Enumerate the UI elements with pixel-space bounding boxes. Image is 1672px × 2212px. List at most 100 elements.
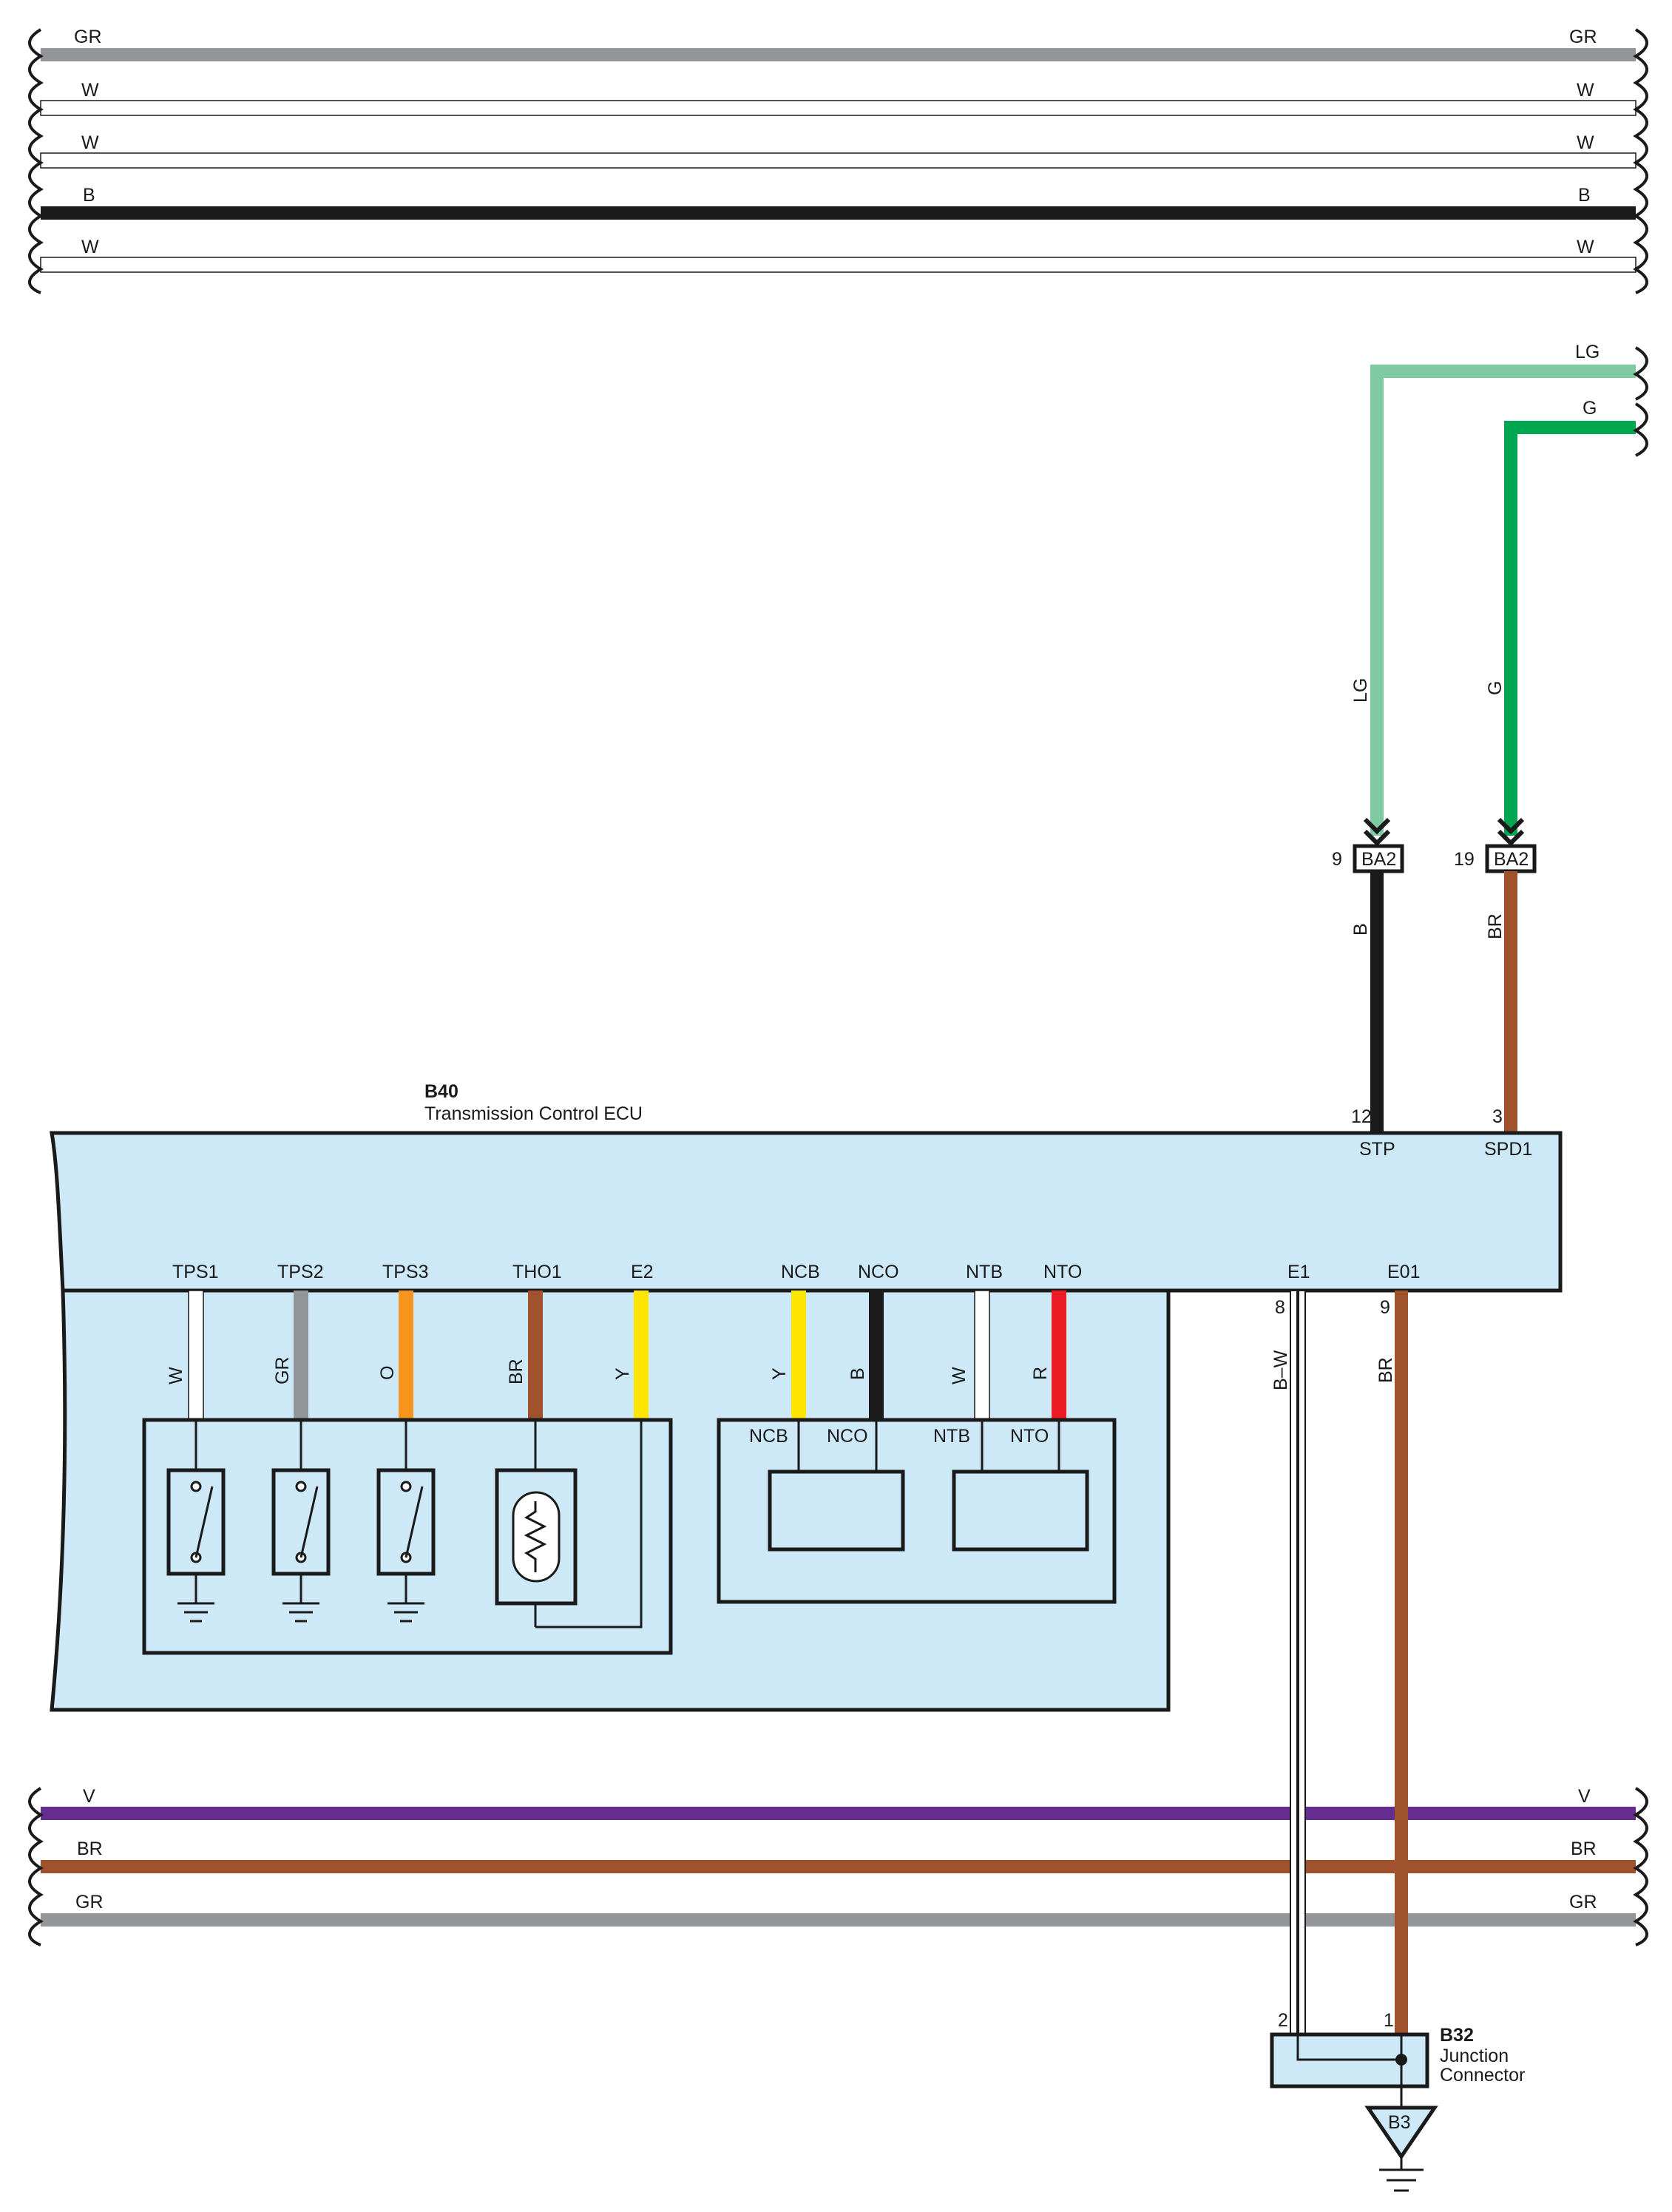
top-bus-label-left: B [83, 185, 95, 206]
bottom-bus-label-left: BR [77, 1839, 103, 1859]
top-bus-label-left: W [81, 80, 99, 101]
top-bus-label-left: W [81, 132, 99, 153]
top-bus-label-right: W [1577, 237, 1594, 257]
bottom-bus: V V BR BR GR GR [28, 1786, 1648, 1947]
bottom-bus-label-right: V [1578, 1786, 1591, 1807]
bottom-bus-label-right: BR [1571, 1839, 1597, 1859]
switch-tps1 [166, 1420, 226, 1623]
ecu-title: Transmission Control ECU [424, 1103, 643, 1124]
top-bus-label-left: GR [74, 27, 102, 47]
connector-name: BA2 [1361, 849, 1396, 870]
ecu-term-tps1: TPS1 [172, 1262, 219, 1282]
ecu-internal-wires [188, 1290, 1066, 1421]
top-bus-label-right: W [1577, 80, 1594, 101]
top-bus-break-right [1633, 28, 1648, 294]
ecu-term-nto: NTO [1043, 1262, 1082, 1282]
wire-g-label: G [1583, 398, 1597, 419]
inline-connector-ba2-9: BA2 9 B [1332, 817, 1404, 1133]
ecu-term-tho1: THO1 [512, 1262, 562, 1282]
speed-label-ntb: NTB [933, 1426, 970, 1447]
ecu-b40: B40 Transmission Control ECU 12 STP 3 SP… [50, 1081, 1563, 1712]
ecu-term-ncb: NCB [781, 1262, 820, 1282]
switch-tps3 [376, 1420, 436, 1623]
thermistor-tho1 [495, 1420, 643, 1628]
wire-lg: LG LG [1350, 342, 1636, 836]
connector-box [1485, 844, 1537, 873]
ecu-code: B40 [424, 1081, 458, 1102]
wire-bw-label: B–W [1270, 1350, 1291, 1390]
top-bus: GR GR W W W W B B W W [28, 27, 1648, 294]
wire-label-tps2: GR [272, 1357, 293, 1385]
ecu-pin-stp-name: STP [1359, 1139, 1395, 1160]
ecu-term-ntb: NTB [966, 1262, 1003, 1282]
sensor-box-tps-tho [142, 1418, 673, 1655]
junction-pin-right: 1 [1384, 2010, 1394, 2031]
ecu-term-tps2: TPS2 [277, 1262, 324, 1282]
top-bus-wire-w: W W [40, 80, 1637, 116]
ecu-term-e01: E01 [1387, 1262, 1420, 1282]
top-bus-wire-gr: GR GR [41, 27, 1636, 61]
top-bus-label-right: B [1578, 185, 1591, 206]
bottom-bus-wire-v: V V [41, 1786, 1636, 1820]
ecu-term-tps3: TPS3 [382, 1262, 429, 1282]
ecu-term-e1: E1 [1287, 1262, 1310, 1282]
bottom-bus-label-right: GR [1569, 1892, 1597, 1912]
top-bus-break-left [28, 28, 44, 294]
ecu-term-nco: NCO [858, 1262, 899, 1282]
bottom-bus-break-right [1633, 1787, 1648, 1947]
ecu-pin-stp-number: 12 [1351, 1106, 1372, 1127]
junction-code: B32 [1440, 2025, 1474, 2046]
ecu-pin-spd1-name: SPD1 [1484, 1139, 1532, 1160]
internal-wire-ntb [974, 1290, 990, 1421]
wire-label-tho1: BR [506, 1359, 527, 1384]
junction-dot [1395, 2054, 1407, 2066]
ecu-term-e2: E2 [631, 1262, 654, 1282]
wire-label-ntb: W [949, 1367, 969, 1384]
wire-b-label: B [1350, 923, 1371, 936]
incoming-wires: LG LG G G [1350, 342, 1648, 836]
junction-pin-left: 2 [1278, 2010, 1288, 2031]
wire-label-tps3: O [377, 1366, 398, 1380]
wire-label-ncb: Y [769, 1367, 790, 1380]
top-bus-wire-b: B B [41, 185, 1636, 220]
wire-label-tps1: W [166, 1367, 186, 1384]
incoming-break-right [1633, 346, 1648, 457]
wire-br-e01-label: BR [1375, 1357, 1396, 1383]
speed-label-nco: NCO [827, 1426, 868, 1447]
inline-connector-ba2-19: BA2 19 BR [1454, 817, 1537, 1133]
top-bus-wire-w: W W [40, 132, 1637, 169]
wire-br-label: BR [1485, 913, 1506, 939]
junction-connector-b32: 2 1 B32 Junction Connector [1270, 2010, 1525, 2108]
internal-wire-tps1 [188, 1290, 204, 1421]
top-bus-wire-w: W W [40, 237, 1637, 273]
wire-lg-vertical-label: LG [1350, 678, 1371, 703]
ecu-pin-e1-number: 8 [1275, 1297, 1285, 1318]
ground-triangle [1364, 2106, 1438, 2160]
bottom-bus-wire-gr: GR GR [41, 1892, 1636, 1927]
wire-label-e2: Y [612, 1367, 633, 1380]
connector-name: BA2 [1494, 849, 1529, 870]
speed-label-ncb: NCB [749, 1426, 788, 1447]
sensor-box-speed [717, 1418, 1117, 1604]
top-bus-label-left: W [81, 237, 99, 257]
ground-code: B3 [1388, 2112, 1411, 2133]
wire-lg-label: LG [1575, 342, 1600, 362]
ecu-pin-e01-number: 9 [1380, 1297, 1390, 1318]
bottom-bus-wire-br: BR BR [41, 1839, 1636, 1873]
speed-label-nto: NTO [1010, 1426, 1049, 1447]
ecu-pin-spd1-number: 3 [1492, 1106, 1503, 1127]
ground-wires: B–W BR [1270, 1290, 1408, 2035]
junction-line2: Connector [1440, 2065, 1525, 2086]
connector-pin: 19 [1454, 849, 1475, 870]
bottom-bus-label-left: GR [75, 1892, 104, 1912]
wire-label-nco: B [847, 1367, 868, 1380]
bottom-bus-break-left [28, 1787, 44, 1947]
junction-line1: Junction [1440, 2046, 1509, 2066]
ground-point-b3: B3 [1364, 2106, 1438, 2192]
wire-label-nto: R [1030, 1367, 1051, 1380]
bottom-bus-label-left: V [83, 1786, 95, 1807]
wire-g-vertical-label: G [1485, 681, 1506, 695]
top-bus-label-right: GR [1569, 27, 1597, 47]
